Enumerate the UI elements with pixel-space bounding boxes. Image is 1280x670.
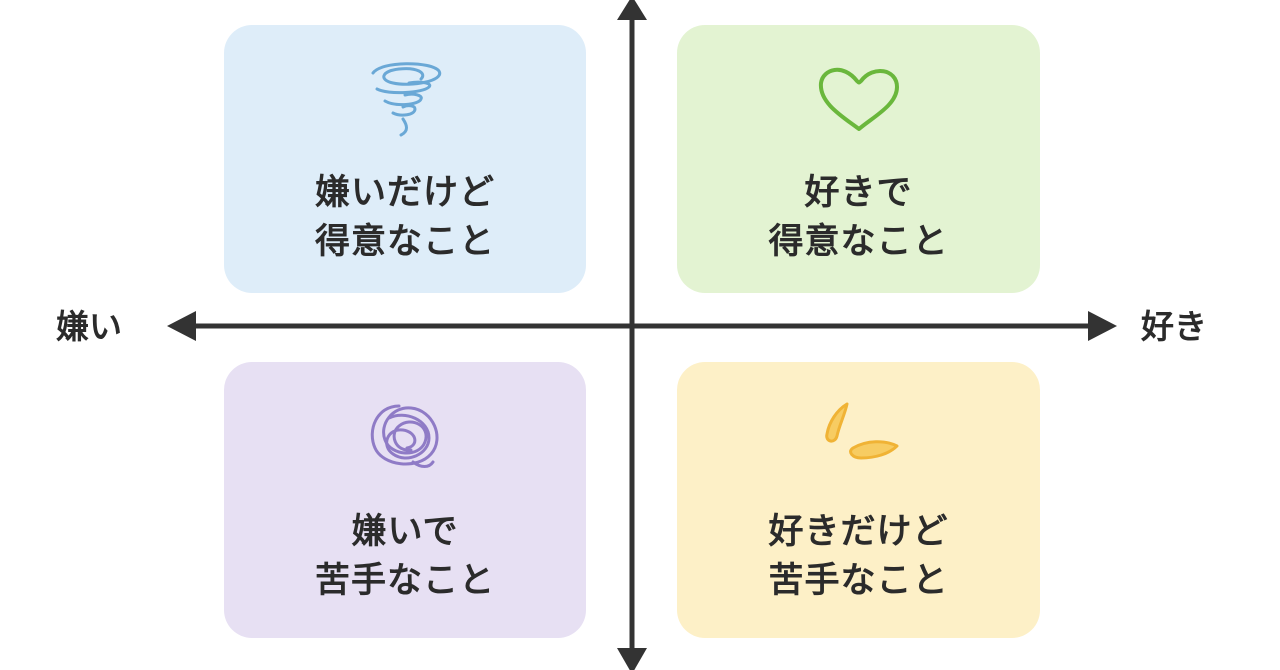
quadrant-dislike-bad-at: 嫌いで 苦手なこと (224, 362, 586, 638)
tornado-icon (371, 62, 442, 137)
quadrant-like-bad-at: 好きだけど 苦手なこと (677, 362, 1040, 638)
label-line-1: 好きだけど (768, 512, 949, 552)
bottom-arrowhead (617, 648, 647, 670)
sweat-drops-icon (824, 402, 898, 460)
scribble-icon (370, 404, 439, 468)
quadrant-like-good-at: 好きで 得意なこと (677, 25, 1040, 293)
top-arrowhead (617, 0, 647, 20)
label-line-2: 得意なこと (314, 222, 495, 262)
quadrant-label: 好きで 得意なこと (768, 169, 948, 267)
heart-icon (818, 68, 899, 131)
label-line-1: 嫌いだけど (314, 173, 495, 213)
label-line-1: 好きで (804, 173, 913, 213)
label-line-1: 嫌いで (351, 512, 459, 552)
label-line-2: 苦手なこと (768, 561, 949, 601)
right-arrowhead (1088, 311, 1117, 341)
quadrant-label: 嫌いで 苦手なこと (315, 508, 495, 606)
quadrant-label: 嫌いだけど 得意なこと (315, 169, 495, 267)
axis-label-like: 好き (1141, 307, 1207, 346)
axis-label-dislike: 嫌い (56, 307, 122, 346)
left-arrowhead (167, 311, 196, 341)
label-line-2: 苦手なこと (314, 561, 495, 601)
quadrant-dislike-good-at: 嫌いだけど 得意なこと (224, 25, 586, 293)
label-line-2: 得意なこと (768, 222, 949, 262)
quadrant-label: 好きだけど 苦手なこと (768, 508, 948, 606)
